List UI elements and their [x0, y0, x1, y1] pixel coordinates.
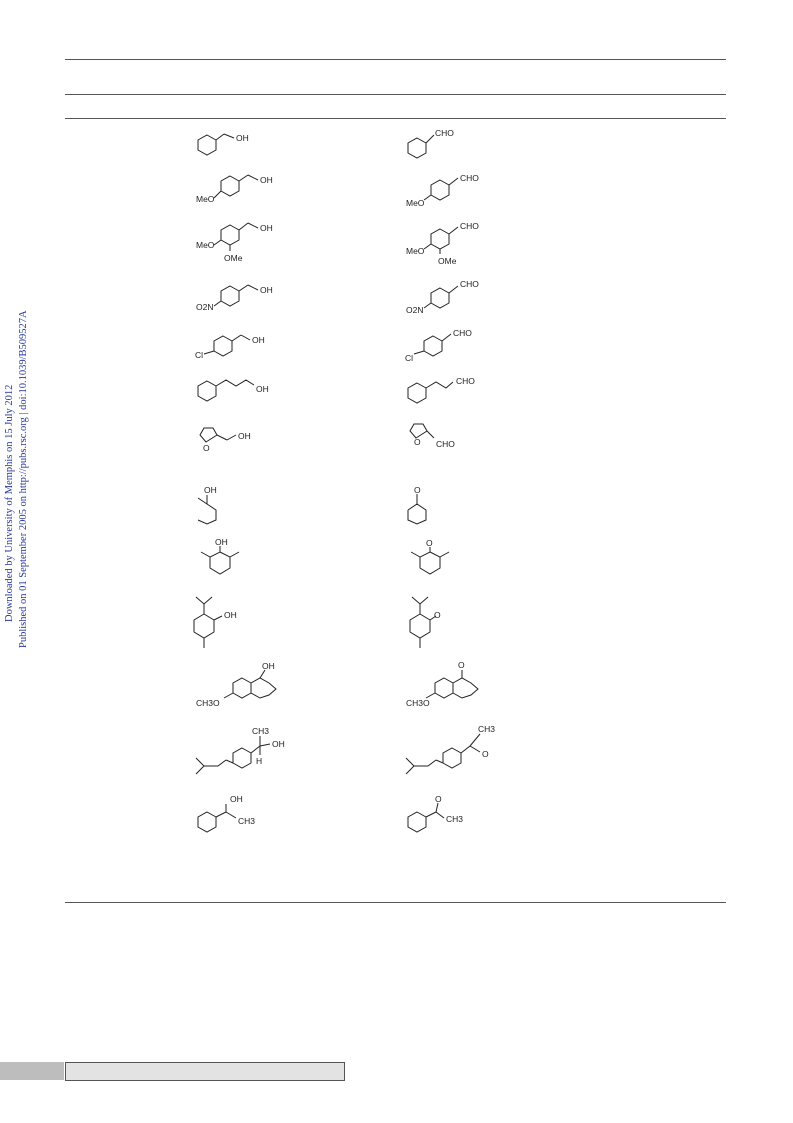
- svg-text:MeO: MeO: [406, 246, 425, 256]
- svg-text:CH3: CH3: [238, 816, 255, 826]
- svg-text:O: O: [426, 538, 433, 548]
- svg-text:OH: OH: [224, 610, 237, 620]
- product-benzaldehyde: CHO: [407, 128, 454, 159]
- product-3-4-dimethoxybenzaldehyde: CHO MeO OMe: [406, 221, 479, 266]
- svg-text:CH3O: CH3O: [406, 698, 430, 708]
- svg-text:CH3O: CH3O: [196, 698, 220, 708]
- product-6-methoxy-tetralone: O CH3O: [406, 660, 479, 708]
- table-header-rule: [65, 94, 726, 95]
- substrate-4-chlorobenzyl-alcohol: OH Cl: [195, 334, 265, 360]
- svg-text:CHO: CHO: [453, 328, 472, 338]
- svg-text:CHO: CHO: [436, 439, 455, 449]
- svg-text:O: O: [434, 610, 441, 620]
- substrate-cyclohexanol: OH: [197, 485, 217, 525]
- svg-text:O: O: [414, 485, 421, 495]
- svg-text:OH: OH: [272, 739, 285, 749]
- table-body-rule: [65, 118, 726, 119]
- svg-text:CH3: CH3: [478, 724, 495, 734]
- svg-text:MeO: MeO: [196, 240, 215, 250]
- svg-text:OH: OH: [215, 537, 228, 547]
- substrate-2-6-dimethylcyclohexanol: OH: [200, 537, 240, 575]
- substrate-ibuprofen-alcohol: CH3 OH H: [195, 726, 285, 775]
- product-4-methoxybenzaldehyde: CHO MeO: [406, 173, 479, 208]
- svg-text:CHO: CHO: [460, 173, 479, 183]
- svg-text:MeO: MeO: [406, 198, 425, 208]
- footer-bar: [65, 1062, 345, 1081]
- svg-text:OH: OH: [260, 223, 273, 233]
- substrate-6-methoxy-tetralol: OH CH3O: [196, 661, 277, 708]
- product-cinnamaldehyde: CHO: [407, 376, 475, 404]
- svg-text:OH: OH: [252, 335, 265, 345]
- substrate-4-nitrobenzyl-alcohol: OH O2N: [196, 284, 273, 312]
- product-4-chlorobenzaldehyde: CHO Cl: [405, 328, 472, 363]
- svg-text:Cl: Cl: [405, 353, 413, 363]
- substrate-menthol: OH: [193, 596, 237, 648]
- svg-text:OH: OH: [230, 794, 243, 804]
- table-bottom-rule: [65, 902, 726, 903]
- product-menthone: O: [409, 596, 441, 648]
- svg-text:H: H: [256, 756, 262, 766]
- svg-text:O: O: [435, 794, 442, 804]
- footer-page-block: [0, 1062, 64, 1080]
- svg-text:OMe: OMe: [438, 256, 457, 266]
- substrate-4-methoxybenzyl-alcohol: OH MeO: [196, 174, 273, 204]
- download-watermark[interactable]: Downloaded by University of Memphis on 1…: [4, 384, 15, 622]
- substrate-furfuryl-alcohol: OH O: [199, 427, 251, 453]
- substrate-3-4-dimethoxybenzyl-alcohol: OH MeO OMe: [196, 222, 273, 263]
- svg-text:OH: OH: [262, 661, 275, 671]
- svg-text:OH: OH: [238, 431, 251, 441]
- svg-text:OH: OH: [260, 285, 273, 295]
- svg-text:CHO: CHO: [460, 279, 479, 289]
- substrate-cinnamyl-alcohol: OH: [197, 379, 269, 402]
- svg-text:O: O: [458, 660, 465, 670]
- product-acetophenone: O CH3: [407, 794, 463, 833]
- svg-text:CH3: CH3: [252, 726, 269, 736]
- svg-text:CHO: CHO: [456, 376, 475, 386]
- svg-text:MeO: MeO: [196, 194, 215, 204]
- product-furfural: CHO O: [409, 423, 455, 449]
- table-top-rule: [65, 59, 726, 60]
- svg-text:O2N: O2N: [406, 305, 423, 315]
- svg-text:O: O: [203, 443, 210, 453]
- product-4-nitrobenzaldehyde: CHO O2N: [406, 279, 479, 315]
- svg-text:O: O: [414, 437, 421, 447]
- svg-text:O: O: [482, 749, 489, 759]
- svg-text:CH3: CH3: [446, 814, 463, 824]
- svg-text:CHO: CHO: [460, 221, 479, 231]
- svg-text:OH: OH: [256, 384, 269, 394]
- svg-text:OMe: OMe: [224, 253, 243, 263]
- svg-text:OH: OH: [204, 485, 217, 495]
- product-cyclohexanone: O: [407, 485, 427, 525]
- publication-watermark[interactable]: Published on 01 September 2005 on http:/…: [18, 310, 29, 648]
- substrate-benzyl-alcohol: OH: [197, 133, 249, 156]
- product-2-6-dimethylcyclohexanone: O: [410, 538, 450, 575]
- svg-text:CHO: CHO: [435, 128, 454, 138]
- svg-text:Cl: Cl: [195, 350, 203, 360]
- svg-text:O2N: O2N: [196, 302, 213, 312]
- product-4-isobutylacetophenone: CH3 O: [405, 724, 495, 775]
- svg-text:OH: OH: [236, 133, 249, 143]
- svg-text:OH: OH: [260, 175, 273, 185]
- substrate-1-phenylethanol: OH CH3: [197, 794, 255, 833]
